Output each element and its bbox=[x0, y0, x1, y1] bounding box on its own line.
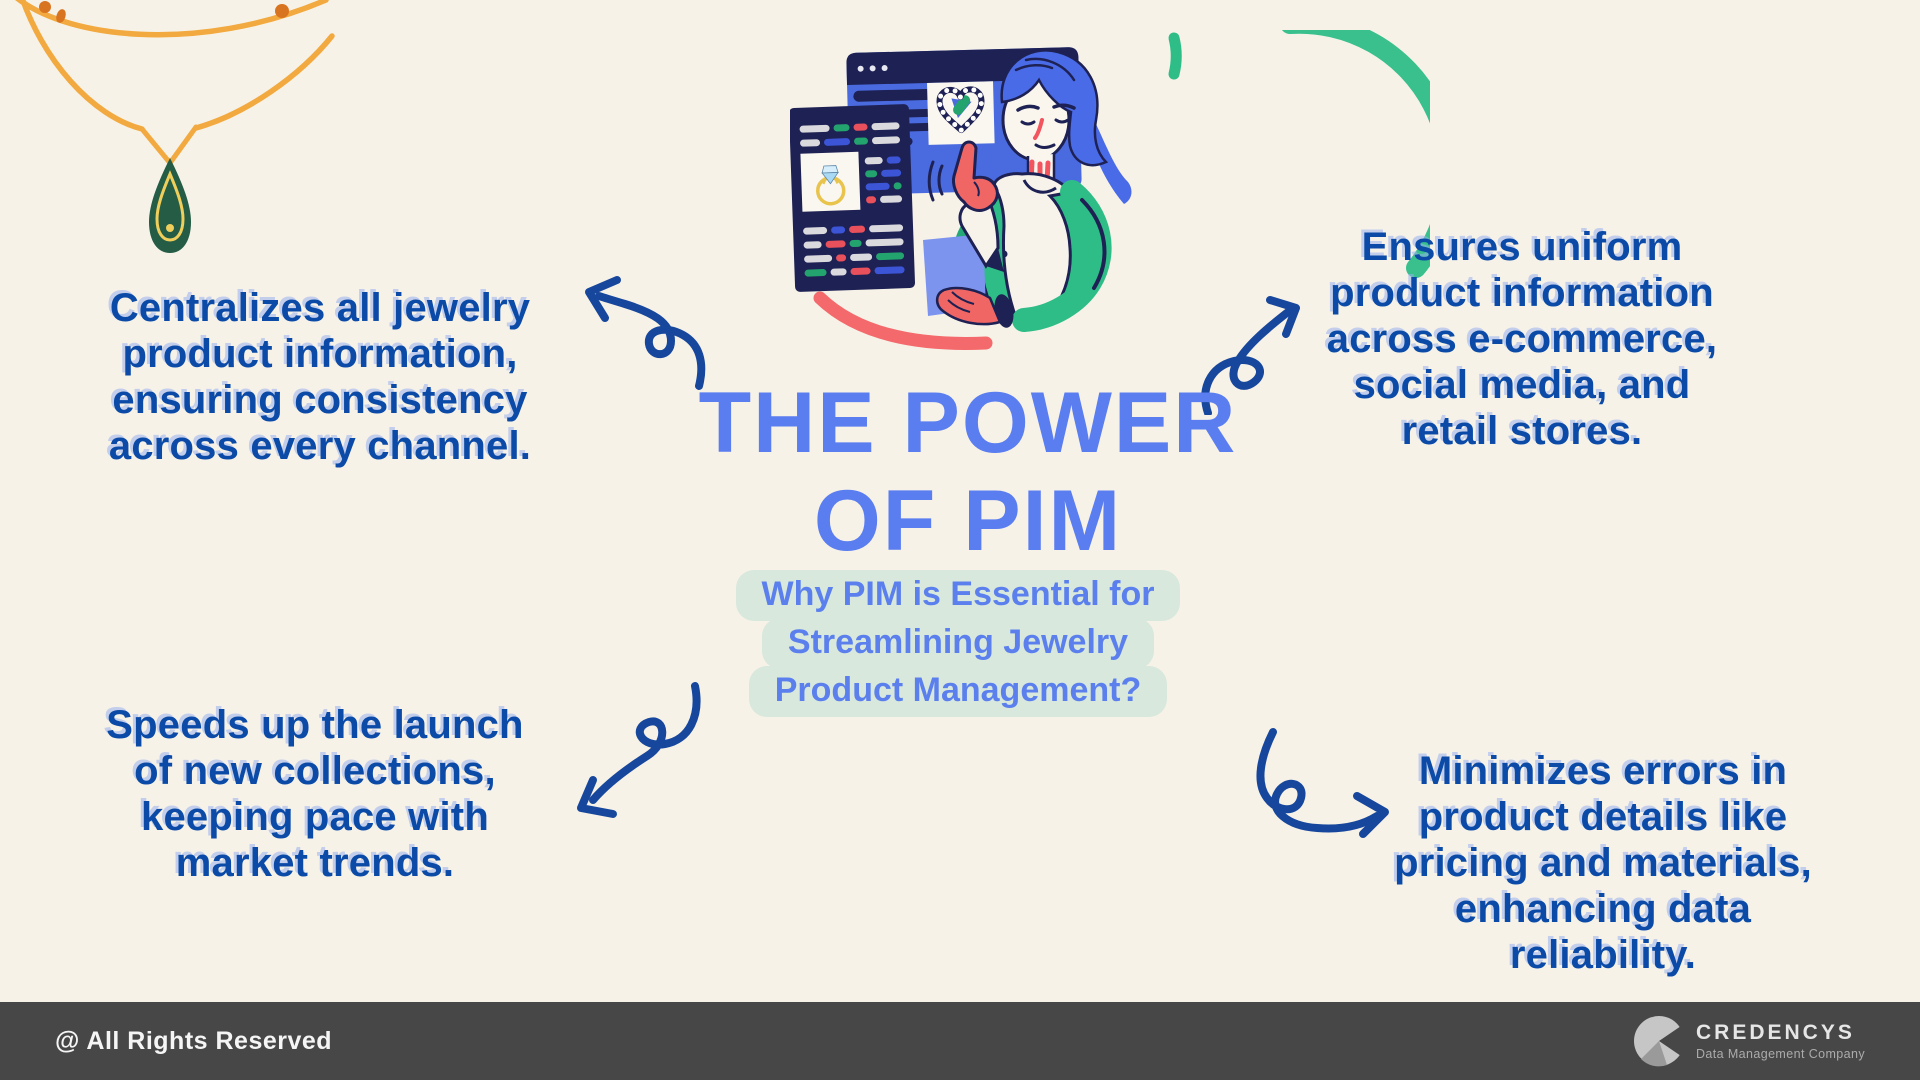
callout-line: reliability. bbox=[1509, 933, 1697, 977]
footer-bar: @ All Rights Reserved CREDENCYS Data Man… bbox=[0, 1002, 1920, 1080]
callout-line: ensuring consistency bbox=[112, 378, 528, 422]
callout-bottom-left: Speeds up the launch of new collections,… bbox=[85, 702, 545, 886]
callout-line: across e-commerce, bbox=[1326, 317, 1718, 361]
page-title: THE POWER OF PIM bbox=[600, 374, 1336, 570]
callout-line: Speeds up the launch bbox=[106, 703, 524, 747]
callout-line: Minimizes errors in bbox=[1418, 749, 1788, 793]
title-line-2: OF PIM bbox=[813, 473, 1123, 569]
brand-tagline: Data Management Company bbox=[1695, 1046, 1865, 1061]
callout-line: Centralizes all jewelry bbox=[109, 286, 531, 330]
necklace-illustration bbox=[15, 0, 335, 253]
callout-line: enhancing data bbox=[1454, 887, 1752, 931]
callout-line: product information bbox=[1330, 271, 1714, 315]
rights-reserved-text: @ All Rights Reserved bbox=[55, 1026, 333, 1055]
callout-line: retail stores. bbox=[1401, 409, 1643, 453]
callout-line: of new collections, bbox=[134, 749, 496, 793]
green-tick bbox=[1168, 32, 1182, 80]
callout-line: market trends. bbox=[175, 841, 455, 885]
callout-line: product information, bbox=[122, 332, 518, 376]
callout-line: product details like bbox=[1418, 795, 1788, 839]
person-illustration bbox=[923, 49, 1132, 332]
callout-bottom-right: Minimizes errors in product details like… bbox=[1368, 748, 1838, 978]
curled-arrow-top-left bbox=[585, 276, 706, 390]
credencys-logo-mark-icon bbox=[1633, 1016, 1686, 1067]
pim-hero-illustration bbox=[790, 30, 1430, 350]
brand-name: CREDENCYS bbox=[1695, 1020, 1855, 1044]
brand-logo: CREDENCYS Data Management Company bbox=[1632, 1014, 1865, 1068]
subtitle-line: Streamlining Jewelry bbox=[761, 618, 1155, 669]
curled-arrow-top-right bbox=[1201, 296, 1300, 415]
pearl-heart-icon bbox=[936, 86, 985, 134]
diamond-ring-icon bbox=[815, 165, 846, 206]
subtitle-line: Why PIM is Essential for bbox=[735, 570, 1181, 621]
callout-line: across every channel. bbox=[108, 424, 532, 468]
subtitle-line: Product Management? bbox=[748, 666, 1168, 717]
product-card bbox=[790, 104, 916, 292]
callout-line: Ensures uniform bbox=[1361, 225, 1683, 269]
subtitle: Why PIM is Essential for Streamlining Je… bbox=[703, 570, 1213, 717]
red-arc-stroke bbox=[813, 291, 993, 350]
callout-top-right: Ensures uniform product information acro… bbox=[1292, 224, 1752, 454]
callout-line: social media, and bbox=[1353, 363, 1691, 407]
callout-line: keeping pace with bbox=[141, 795, 489, 839]
callout-top-left: Centralizes all jewelry product informat… bbox=[85, 285, 555, 469]
curled-arrow-bottom-right bbox=[1256, 728, 1389, 838]
title-line-1: THE POWER bbox=[698, 375, 1238, 471]
curled-arrow-bottom-left bbox=[577, 682, 701, 818]
callout-line: pricing and materials, bbox=[1394, 841, 1812, 885]
